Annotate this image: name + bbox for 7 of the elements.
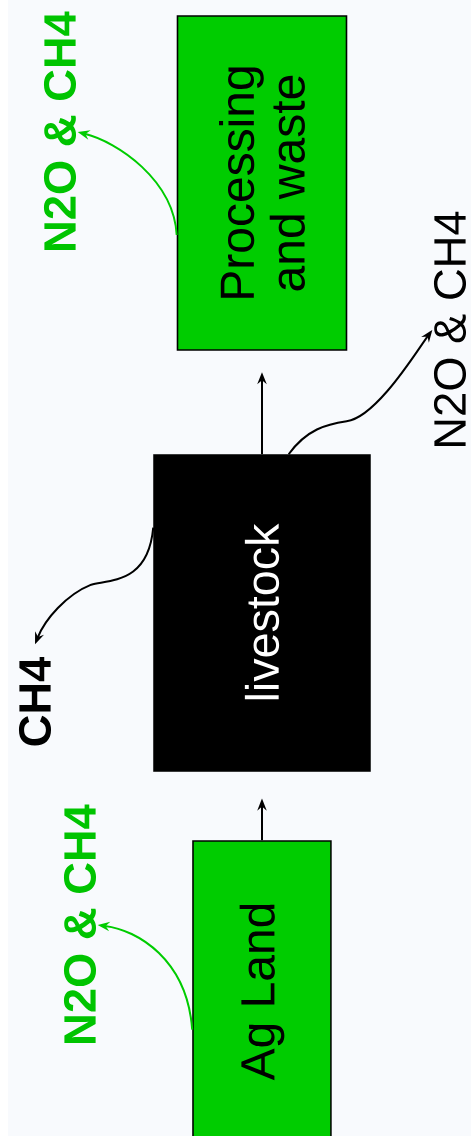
emission-label: N2O & CH4 bbox=[63, 804, 97, 1043]
emission-label: N2O & CH4 bbox=[43, 11, 77, 250]
process-box: Ag Land bbox=[192, 840, 332, 1136]
process-box: livestock bbox=[153, 454, 371, 772]
emission-label: CH4 bbox=[18, 656, 52, 746]
emission-label: N2O & CH4 bbox=[433, 211, 467, 446]
process-box: Processing and waste bbox=[176, 15, 348, 351]
